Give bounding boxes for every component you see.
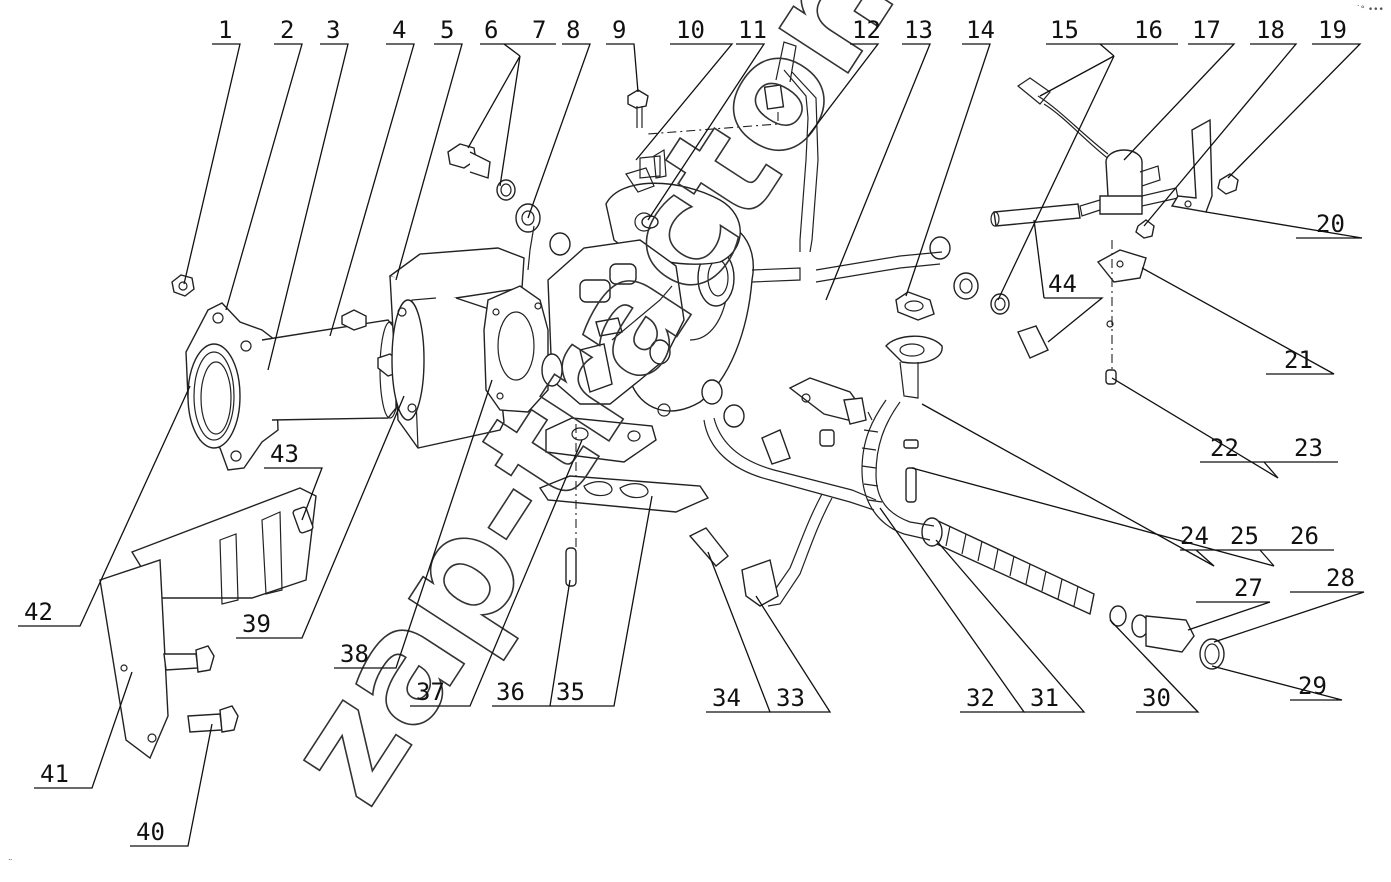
callout-8: 8 [566, 16, 580, 44]
callout-10: 10 [676, 16, 705, 44]
callout-40: 40 [136, 818, 165, 846]
callout-17: 17 [1192, 16, 1221, 44]
callout-34: 34 [712, 684, 741, 712]
callout-11: 11 [738, 16, 767, 44]
callout-38: 38 [340, 640, 369, 668]
callout-30: 30 [1142, 684, 1171, 712]
part-banjo-right [815, 236, 1049, 359]
callout-36: 36 [496, 678, 525, 706]
callout-labels: 1 2 3 4 5 6 7 8 9 10 11 12 13 14 15 16 1… [24, 16, 1355, 846]
callout-1: 1 [218, 16, 232, 44]
callout-35: 35 [556, 678, 585, 706]
callout-6: 6 [484, 16, 498, 44]
part-flange-gasket [483, 285, 549, 413]
part-small-fittings [641, 148, 667, 229]
part-support-bracket [99, 487, 317, 760]
callout-24: 24 [1180, 522, 1209, 550]
callout-19: 19 [1318, 16, 1347, 44]
callout-44: 44 [1048, 270, 1077, 298]
callout-2: 2 [280, 16, 294, 44]
callout-26: 26 [1290, 522, 1319, 550]
part-pipe-bracket [788, 377, 919, 503]
callout-37: 37 [416, 678, 445, 706]
part-flange-bolts-40 [163, 645, 239, 733]
callout-42: 42 [24, 598, 53, 626]
callout-20: 20 [1316, 210, 1345, 238]
part-bolt-9 [627, 89, 649, 128]
callout-4: 4 [392, 16, 406, 44]
part-inlet-flange [185, 302, 279, 471]
part-heat-shield [388, 247, 525, 449]
bottom-mark: ¨ [8, 859, 13, 869]
callout-14: 14 [966, 16, 995, 44]
part-mount-plate [1096, 240, 1147, 385]
callout-43: 43 [270, 440, 299, 468]
part-oil-inlet-banjo [515, 203, 571, 271]
part-nut-1 [171, 274, 195, 297]
callout-13: 13 [904, 16, 933, 44]
part-corrugated-hose [921, 517, 1225, 670]
part-hose-44 [990, 203, 1081, 227]
callout-33: 33 [776, 684, 805, 712]
callout-25: 25 [1230, 522, 1259, 550]
part-exhaust-flange [538, 417, 710, 587]
part-turbocharger-body [541, 155, 801, 417]
part-coolant-pipe [688, 404, 877, 607]
callout-31: 31 [1030, 684, 1059, 712]
callout-39: 39 [242, 610, 271, 638]
callout-7: 7 [532, 16, 546, 44]
parts-drawing [99, 41, 1239, 760]
part-intake-pipe [261, 309, 401, 421]
part-solenoid-valve [1016, 77, 1179, 217]
callout-22: 22 [1210, 434, 1239, 462]
corner-mark: ˙° ••• [1356, 5, 1384, 15]
part-oil-return-pipe [861, 399, 935, 541]
callout-18: 18 [1256, 16, 1285, 44]
part-banjo-bolt-6 [447, 143, 516, 201]
part-oil-return-flange [885, 291, 943, 399]
callout-15: 15 [1050, 16, 1079, 44]
callout-16: 16 [1134, 16, 1163, 44]
callout-5: 5 [440, 16, 454, 44]
callout-9: 9 [612, 16, 626, 44]
callout-32: 32 [966, 684, 995, 712]
callout-3: 3 [326, 16, 340, 44]
callout-23: 23 [1294, 434, 1323, 462]
callout-12: 12 [852, 16, 881, 44]
callout-41: 41 [40, 760, 69, 788]
leader-lines [18, 43, 1365, 847]
callout-29: 29 [1298, 672, 1327, 700]
callout-27: 27 [1234, 574, 1263, 602]
part-solenoid-bracket [1135, 118, 1239, 239]
callout-28: 28 [1326, 564, 1355, 592]
part-oil-feed-pipe [647, 41, 819, 253]
callout-21: 21 [1284, 346, 1313, 374]
